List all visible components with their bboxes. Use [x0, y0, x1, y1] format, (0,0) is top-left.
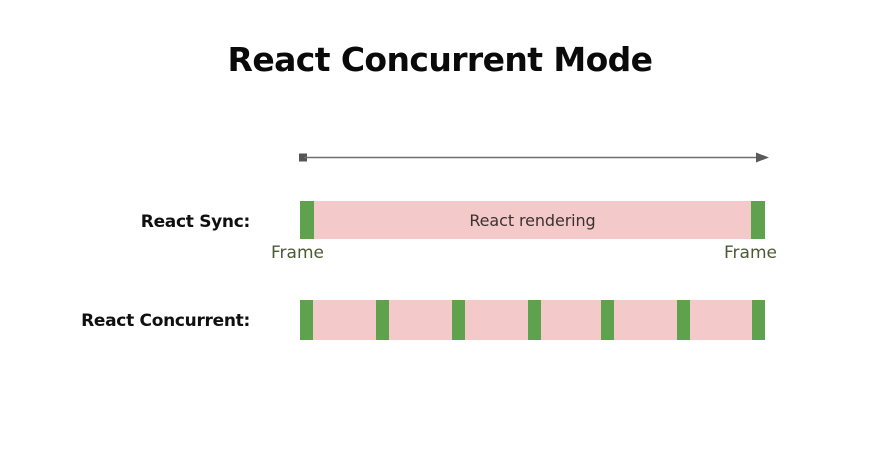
frame-caption-left: Frame	[271, 243, 324, 263]
react-concurrent-track	[300, 300, 765, 340]
row-label-react-concurrent: React Concurrent:	[81, 311, 250, 331]
concurrent-frame-4	[528, 300, 541, 340]
row-label-react-sync: React Sync:	[140, 212, 251, 232]
react-sync-track: React rendering	[300, 201, 765, 239]
concurrent-frame-2	[376, 300, 389, 340]
concurrent-frame-1	[300, 300, 313, 340]
concurrent-frame-5	[601, 300, 614, 340]
react-rendering-label: React rendering	[469, 210, 596, 230]
concurrent-frame-7	[752, 300, 765, 340]
timeline-arrow	[296, 148, 772, 168]
concurrent-frame-6	[677, 300, 690, 340]
timeline-start-square	[299, 153, 307, 162]
sync-frame-start	[300, 201, 314, 239]
concurrent-frame-3	[452, 300, 465, 340]
page-title: React Concurrent Mode	[227, 40, 654, 79]
frame-caption-right: Frame	[724, 243, 777, 263]
sync-frame-end	[751, 201, 765, 239]
timeline-arrowhead	[756, 152, 769, 163]
